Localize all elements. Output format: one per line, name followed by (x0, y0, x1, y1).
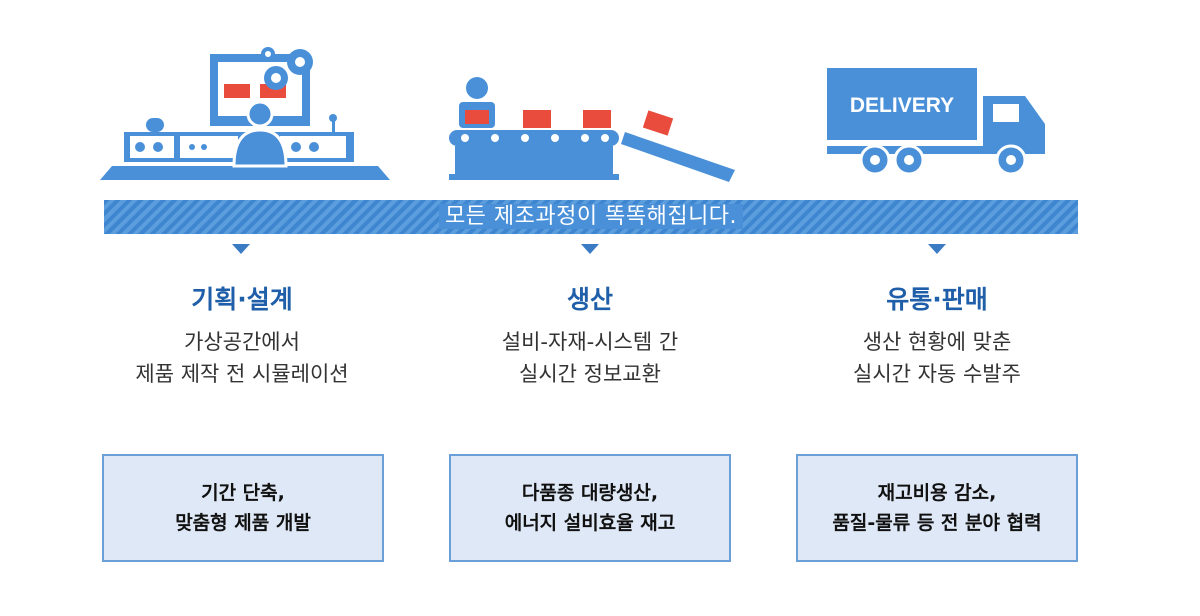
truck-label: DELIVERY (850, 94, 954, 117)
description-line: 실시간 정보교환 (519, 362, 661, 386)
description-line: 설비-자재-시스템 간 (501, 330, 679, 354)
worker-icon (232, 100, 288, 168)
down-arrow-icon (232, 244, 250, 254)
production-line-illustration (449, 77, 735, 182)
result-box-distribution: 재고비용 감소, 품질-물류 등 전 분야 협력 (796, 454, 1078, 562)
column-description: 생산 현황에 맞춘 실시간 자동 수발주 (767, 326, 1107, 390)
design-desk-illustration (100, 47, 390, 180)
product-box (523, 110, 551, 128)
down-arrow-icon (581, 244, 599, 254)
result-line: 기간 단축, (201, 482, 285, 504)
result-box-design: 기간 단축, 맞춤형 제품 개발 (102, 454, 384, 562)
description-line: 제품 제작 전 시뮬레이션 (135, 362, 349, 386)
description-line: 가상공간에서 (184, 330, 300, 354)
result-box-production: 다품종 대량생산, 에너지 설비효율 재고 (449, 454, 731, 562)
column-title: 유통·판매 (886, 285, 988, 314)
result-line: 다품종 대량생산, (521, 482, 659, 504)
description-line: 생산 현황에 맞춘 (862, 330, 1012, 354)
column-distribution: 유통·판매 생산 현황에 맞춘 실시간 자동 수발주 (767, 282, 1107, 390)
column-description: 설비-자재-시스템 간 실시간 정보교환 (420, 326, 760, 390)
delivery-truck-illustration: DELIVERY (827, 68, 1045, 176)
banner-text: 모든 제조과정이 똑똑해집니다. (438, 204, 744, 229)
column-description: 가상공간에서 제품 제작 전 시뮬레이션 (72, 326, 412, 390)
gear-icon (261, 47, 313, 90)
column-title: 생산 (566, 285, 613, 314)
description-line: 실시간 자동 수발주 (853, 362, 1021, 386)
process-banner: 모든 제조과정이 똑똑해집니다. (104, 200, 1078, 234)
column-design: 기획·설계 가상공간에서 제품 제작 전 시뮬레이션 (72, 282, 412, 390)
column-title: 기획·설계 (191, 285, 293, 314)
product-box (642, 110, 674, 136)
result-line: 재고비용 감소, (877, 482, 997, 504)
column-production: 생산 설비-자재-시스템 간 실시간 정보교환 (420, 282, 760, 390)
truck-cargo (827, 68, 977, 140)
result-line: 에너지 설비효율 재고 (504, 512, 676, 534)
down-arrow-icon (928, 244, 946, 254)
truck-wheels (859, 144, 1027, 176)
result-line: 맞춤형 제품 개발 (175, 512, 311, 534)
result-line: 품질-물류 등 전 분야 협력 (832, 512, 1042, 534)
product-box (583, 110, 611, 128)
